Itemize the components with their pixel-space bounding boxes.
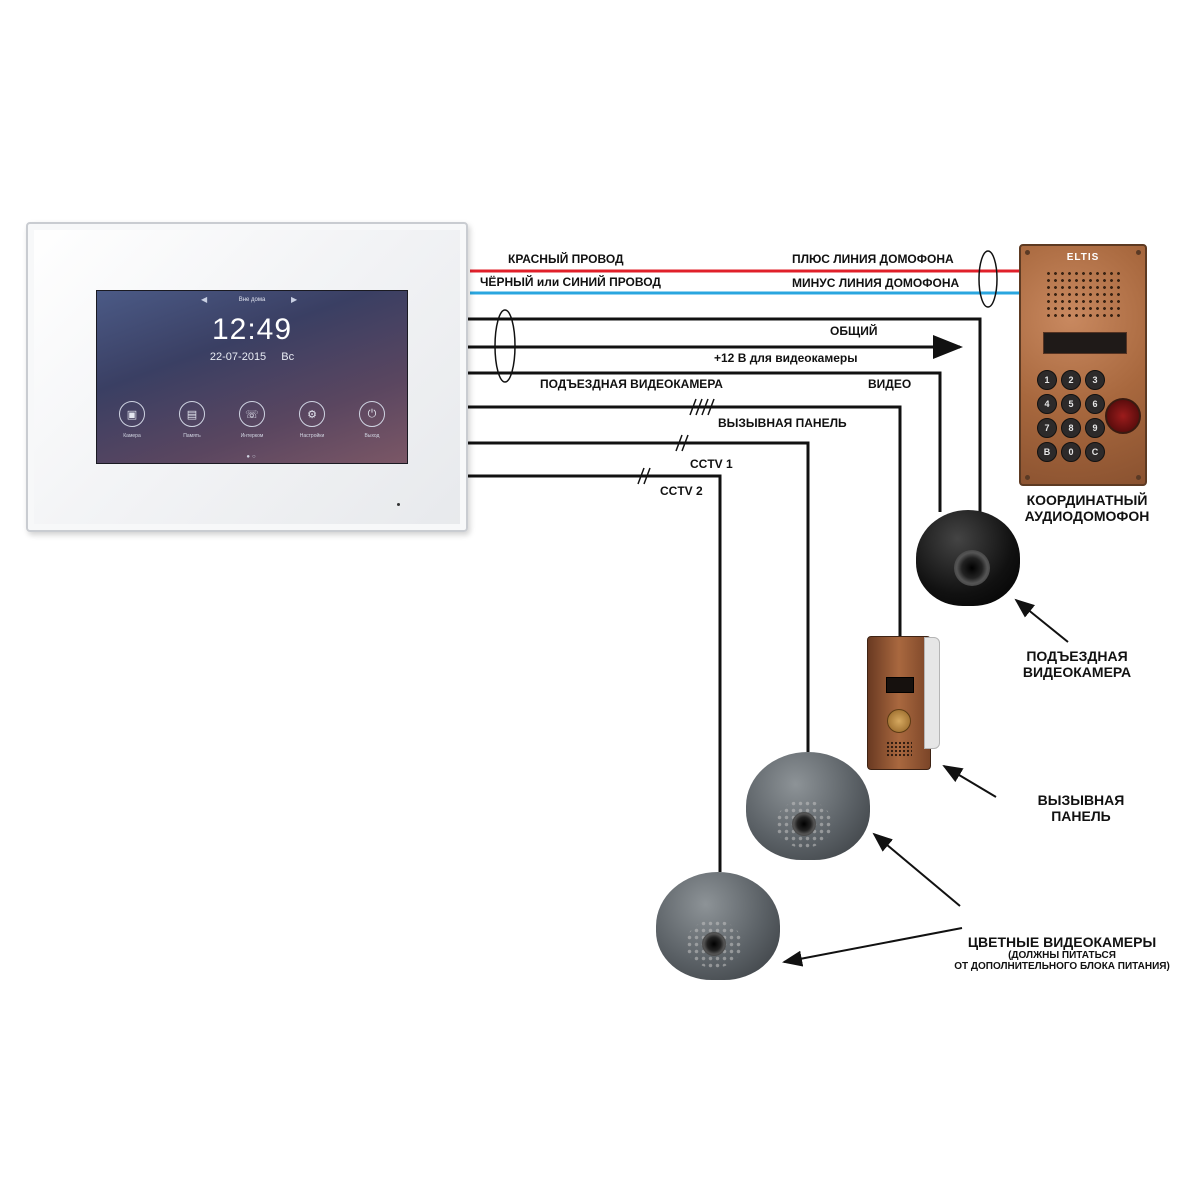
menu-label: Настройки (299, 433, 325, 439)
cctv-camera-1 (746, 752, 870, 860)
gear-icon: ⚙ (299, 401, 325, 427)
intercom-caption: КООРДИНАТНЫЙ АУДИОДОМОФОН (1012, 492, 1162, 524)
screw (1136, 475, 1141, 480)
intercom-brand: ELTIS (1066, 252, 1100, 263)
key[interactable]: 6 (1085, 394, 1105, 414)
call-panel-wire-label: ВЫЗЫВНАЯ ПАНЕЛЬ (718, 416, 847, 430)
color-cameras-note-1: (ДОЛЖНЫ ПИТАТЬСЯ (1008, 950, 1116, 961)
page-indicator: ●○ (246, 454, 258, 460)
wire-bundle-mark (978, 250, 998, 308)
cctv2-ticks (637, 467, 651, 485)
call-panel-caption: ВЫЗЫВНАЯ ПАНЕЛЬ (1006, 792, 1156, 824)
camera-lens (954, 550, 990, 586)
call-panel-caption-line-1: ВЫЗЫВНАЯ (1037, 792, 1125, 808)
power-wire-label: +12 В для видеокамеры (714, 351, 858, 365)
key[interactable]: 0 (1061, 442, 1081, 462)
key[interactable]: 4 (1037, 394, 1057, 414)
call-panel-camera (886, 677, 914, 693)
color-cameras-note-2: ОТ ДОПОЛНИТЕЛЬНОГО БЛОКА ПИТАНИЯ) (954, 961, 1170, 972)
key[interactable]: В (1037, 442, 1057, 462)
call-panel-wire (466, 405, 902, 638)
image-icon: ▤ (179, 401, 205, 427)
screw (1025, 250, 1030, 255)
cctv1-wire (466, 441, 810, 752)
key[interactable]: 2 (1061, 370, 1081, 390)
common-wire (466, 317, 982, 512)
clock-time: 12:49 (211, 313, 293, 346)
entrance-camera-wire-label: ПОДЪЕЗДНАЯ ВИДЕОКАМЕРА (540, 377, 723, 391)
pointer-arrow-call-panel (942, 764, 997, 798)
camera-bundle-mark (494, 309, 516, 383)
entrance-camera-caption-line-1: ПОДЪЕЗДНАЯ (1026, 648, 1128, 664)
intercom-caption-line-1: КООРДИНАТНЫЙ (1026, 492, 1148, 508)
menu-item-exit[interactable]: ⏻ Выход (349, 401, 395, 445)
menu-item-settings[interactable]: ⚙ Настройки (289, 401, 335, 445)
intercom-keypad: 1 2 3 4 5 6 7 8 9 В 0 С (1037, 370, 1105, 462)
date-value: 22-07-2015 (209, 351, 267, 363)
intercom-icon: ☏ (239, 401, 265, 427)
monitor-screen: ◀ Вне дома ▶ 12:49 22-07-2015 Вс ▣ Камер… (96, 290, 408, 464)
video-wire (466, 371, 942, 512)
power-icon: ⏻ (359, 401, 385, 427)
cctv2-wire (466, 474, 722, 872)
screen-header: Вне дома (238, 297, 266, 303)
call-panel-visor (924, 637, 940, 749)
entrance-camera-caption-line-2: ВИДЕОКАМЕРА (1022, 664, 1132, 680)
pointer-arrow-entrance-camera (1014, 598, 1069, 643)
intercom-caption-line-2: АУДИОДОМОФОН (1024, 508, 1150, 524)
pointer-arrow-cctv2 (782, 927, 963, 967)
menu-label: Камера (123, 433, 141, 439)
menu-item-camera[interactable]: ▣ Камера (109, 401, 155, 445)
clock-date: 22-07-2015 Вс (97, 351, 407, 363)
key[interactable]: 8 (1061, 418, 1081, 438)
menu-icons: ▣ Камера ▤ Память ☏ Интерком ⚙ Настройки… (109, 401, 395, 445)
key[interactable]: 1 (1037, 370, 1057, 390)
call-button[interactable] (887, 709, 911, 733)
key[interactable]: 5 (1061, 394, 1081, 414)
screw (1025, 475, 1030, 480)
cctv1-ticks (675, 434, 689, 452)
next-arrow-icon[interactable]: ▶ (291, 295, 298, 304)
call-panel-ticks (689, 398, 715, 416)
menu-label: Память (183, 433, 201, 439)
blue-wire-label: ЧЁРНЫЙ или СИНИЙ ПРОВОД (480, 275, 661, 289)
prev-arrow-icon[interactable]: ◀ (201, 295, 208, 304)
pointer-arrow-cctv1 (872, 832, 961, 907)
status-led (397, 503, 400, 506)
cctv-camera-2 (656, 872, 780, 980)
camera-lens (792, 812, 816, 836)
key[interactable]: 9 (1085, 418, 1105, 438)
speaker-grille (1045, 270, 1121, 320)
key[interactable]: 7 (1037, 418, 1057, 438)
plus-line-label: ПЛЮС ЛИНИЯ ДОМОФОНА (792, 252, 954, 266)
cctv2-wire-label: CCTV 2 (660, 484, 703, 498)
video-monitor: ◀ Вне дома ▶ 12:49 22-07-2015 Вс ▣ Камер… (26, 222, 468, 532)
red-wire-label: КРАСНЫЙ ПРОВОД (508, 252, 624, 266)
menu-label: Выход (364, 433, 380, 439)
call-panel-speaker (886, 741, 912, 757)
camera-lens (702, 932, 726, 956)
call-panel-device (867, 636, 940, 770)
camera-icon: ▣ (119, 401, 145, 427)
color-cameras-title: ЦВЕТНЫЕ ВИДЕОКАМЕРЫ (967, 934, 1157, 950)
color-cameras-caption: ЦВЕТНЫЕ ВИДЕОКАМЕРЫ (ДОЛЖНЫ ПИТАТЬСЯ ОТ … (932, 934, 1192, 972)
menu-item-intercom[interactable]: ☏ Интерком (229, 401, 275, 445)
weekday-value: Вс (281, 351, 295, 363)
key[interactable]: С (1085, 442, 1105, 462)
intercom-display (1043, 332, 1127, 354)
menu-item-memory[interactable]: ▤ Память (169, 401, 215, 445)
menu-label: Интерком (240, 433, 264, 439)
screw (1136, 250, 1141, 255)
entrance-camera (916, 510, 1020, 606)
key-reader[interactable] (1105, 398, 1141, 434)
audio-intercom-panel: ELTIS 1 2 3 4 5 6 7 8 9 В 0 С (1019, 244, 1147, 486)
key[interactable]: 3 (1085, 370, 1105, 390)
cctv1-wire-label: CCTV 1 (690, 457, 733, 471)
entrance-camera-caption: ПОДЪЕЗДНАЯ ВИДЕОКАМЕРА (1002, 648, 1152, 680)
minus-line-label: МИНУС ЛИНИЯ ДОМОФОНА (792, 276, 960, 290)
common-wire-label: ОБЩИЙ (830, 324, 878, 338)
video-wire-label: ВИДЕО (868, 377, 912, 391)
call-panel-caption-line-2: ПАНЕЛЬ (1051, 808, 1111, 824)
